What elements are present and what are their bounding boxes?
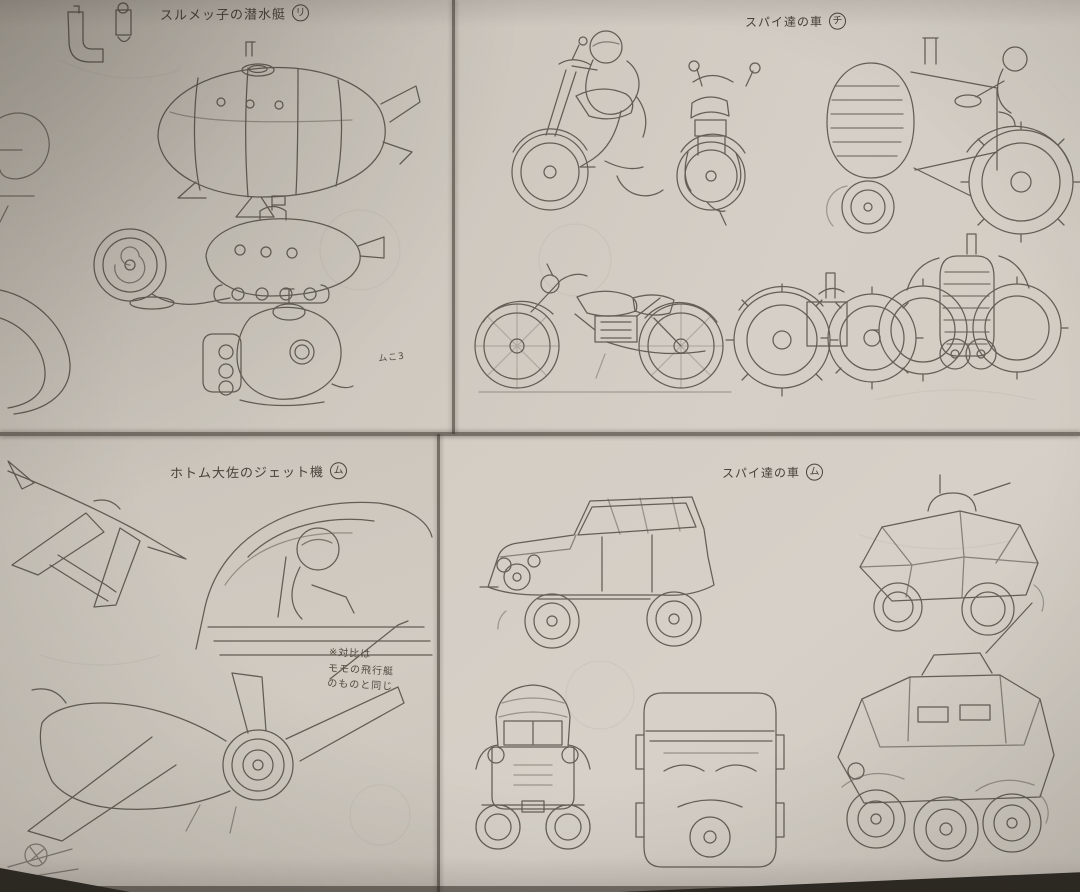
spiral-disc-sketch: [93, 228, 231, 310]
ghost-bleedthrough: [59, 59, 401, 291]
jet-rear-three-quarter-sketch: [27, 620, 409, 842]
large-submarine-sketch: [157, 41, 421, 218]
motorcycle-side-sketch: [474, 263, 732, 393]
sheet-seam-vertical-top: [452, 0, 455, 434]
panel-spy-vehicles-top: スパイ達の車 チ: [455, 0, 1080, 435]
corner-partial-sketch: [3, 843, 79, 882]
car-sketches-drawing: [475, 474, 1055, 868]
ghost-bleedthrough: [565, 534, 1011, 730]
kubelwagen-three-quarter-sketch: [479, 496, 715, 649]
ghost-bleedthrough: [39, 654, 411, 846]
tractor-rear-sketch: [725, 272, 924, 397]
handwritten-note-small: ムこ3: [377, 351, 406, 365]
jet-sketches-drawing: [3, 460, 433, 882]
sheet-seam-horizontal: [0, 432, 1080, 436]
motorcycle-rear-sketch: [676, 60, 761, 226]
tractor-front-sketch: [871, 233, 1069, 382]
cropped-hull-circle-sketch: [0, 289, 71, 415]
left-edge-partial-sketch: [0, 112, 50, 223]
submarine-sketches-drawing: [0, 2, 421, 415]
armored-scout-rear-sketch: [859, 474, 1045, 636]
panel-submarine-designs: スルメッ子の潜水艇 リ: [0, 0, 455, 435]
vehicle-sketches-drawing: [474, 30, 1080, 401]
handwritten-note-comparison: ※対比は モモの飛行艇 のものと同じ: [327, 645, 395, 695]
jet-front-above-sketch: [7, 460, 187, 608]
armored-car-front-sketch: [837, 602, 1055, 862]
car-top-view-sketch: [635, 692, 785, 868]
pipe-fittings-sketch: [67, 2, 132, 63]
round-submarine-sketch: [202, 288, 354, 407]
panel-jet-plane-designs: ホトム大佐のジェット機 ム: [0, 435, 440, 892]
cockpit-pilot-sketch: [195, 501, 433, 656]
motorcycle-rider-front-sketch: [511, 30, 664, 211]
panel-spy-vehicles-bottom: スパイ達の車 ム: [440, 435, 1080, 892]
car-front-view-sketch: [475, 684, 591, 850]
tractor-three-quarter-sketch: [826, 37, 1080, 243]
ghost-bleedthrough: [538, 223, 1036, 401]
sheet-seam-vertical-bottom: [437, 434, 440, 892]
mid-submarine-sketch: [205, 195, 385, 304]
